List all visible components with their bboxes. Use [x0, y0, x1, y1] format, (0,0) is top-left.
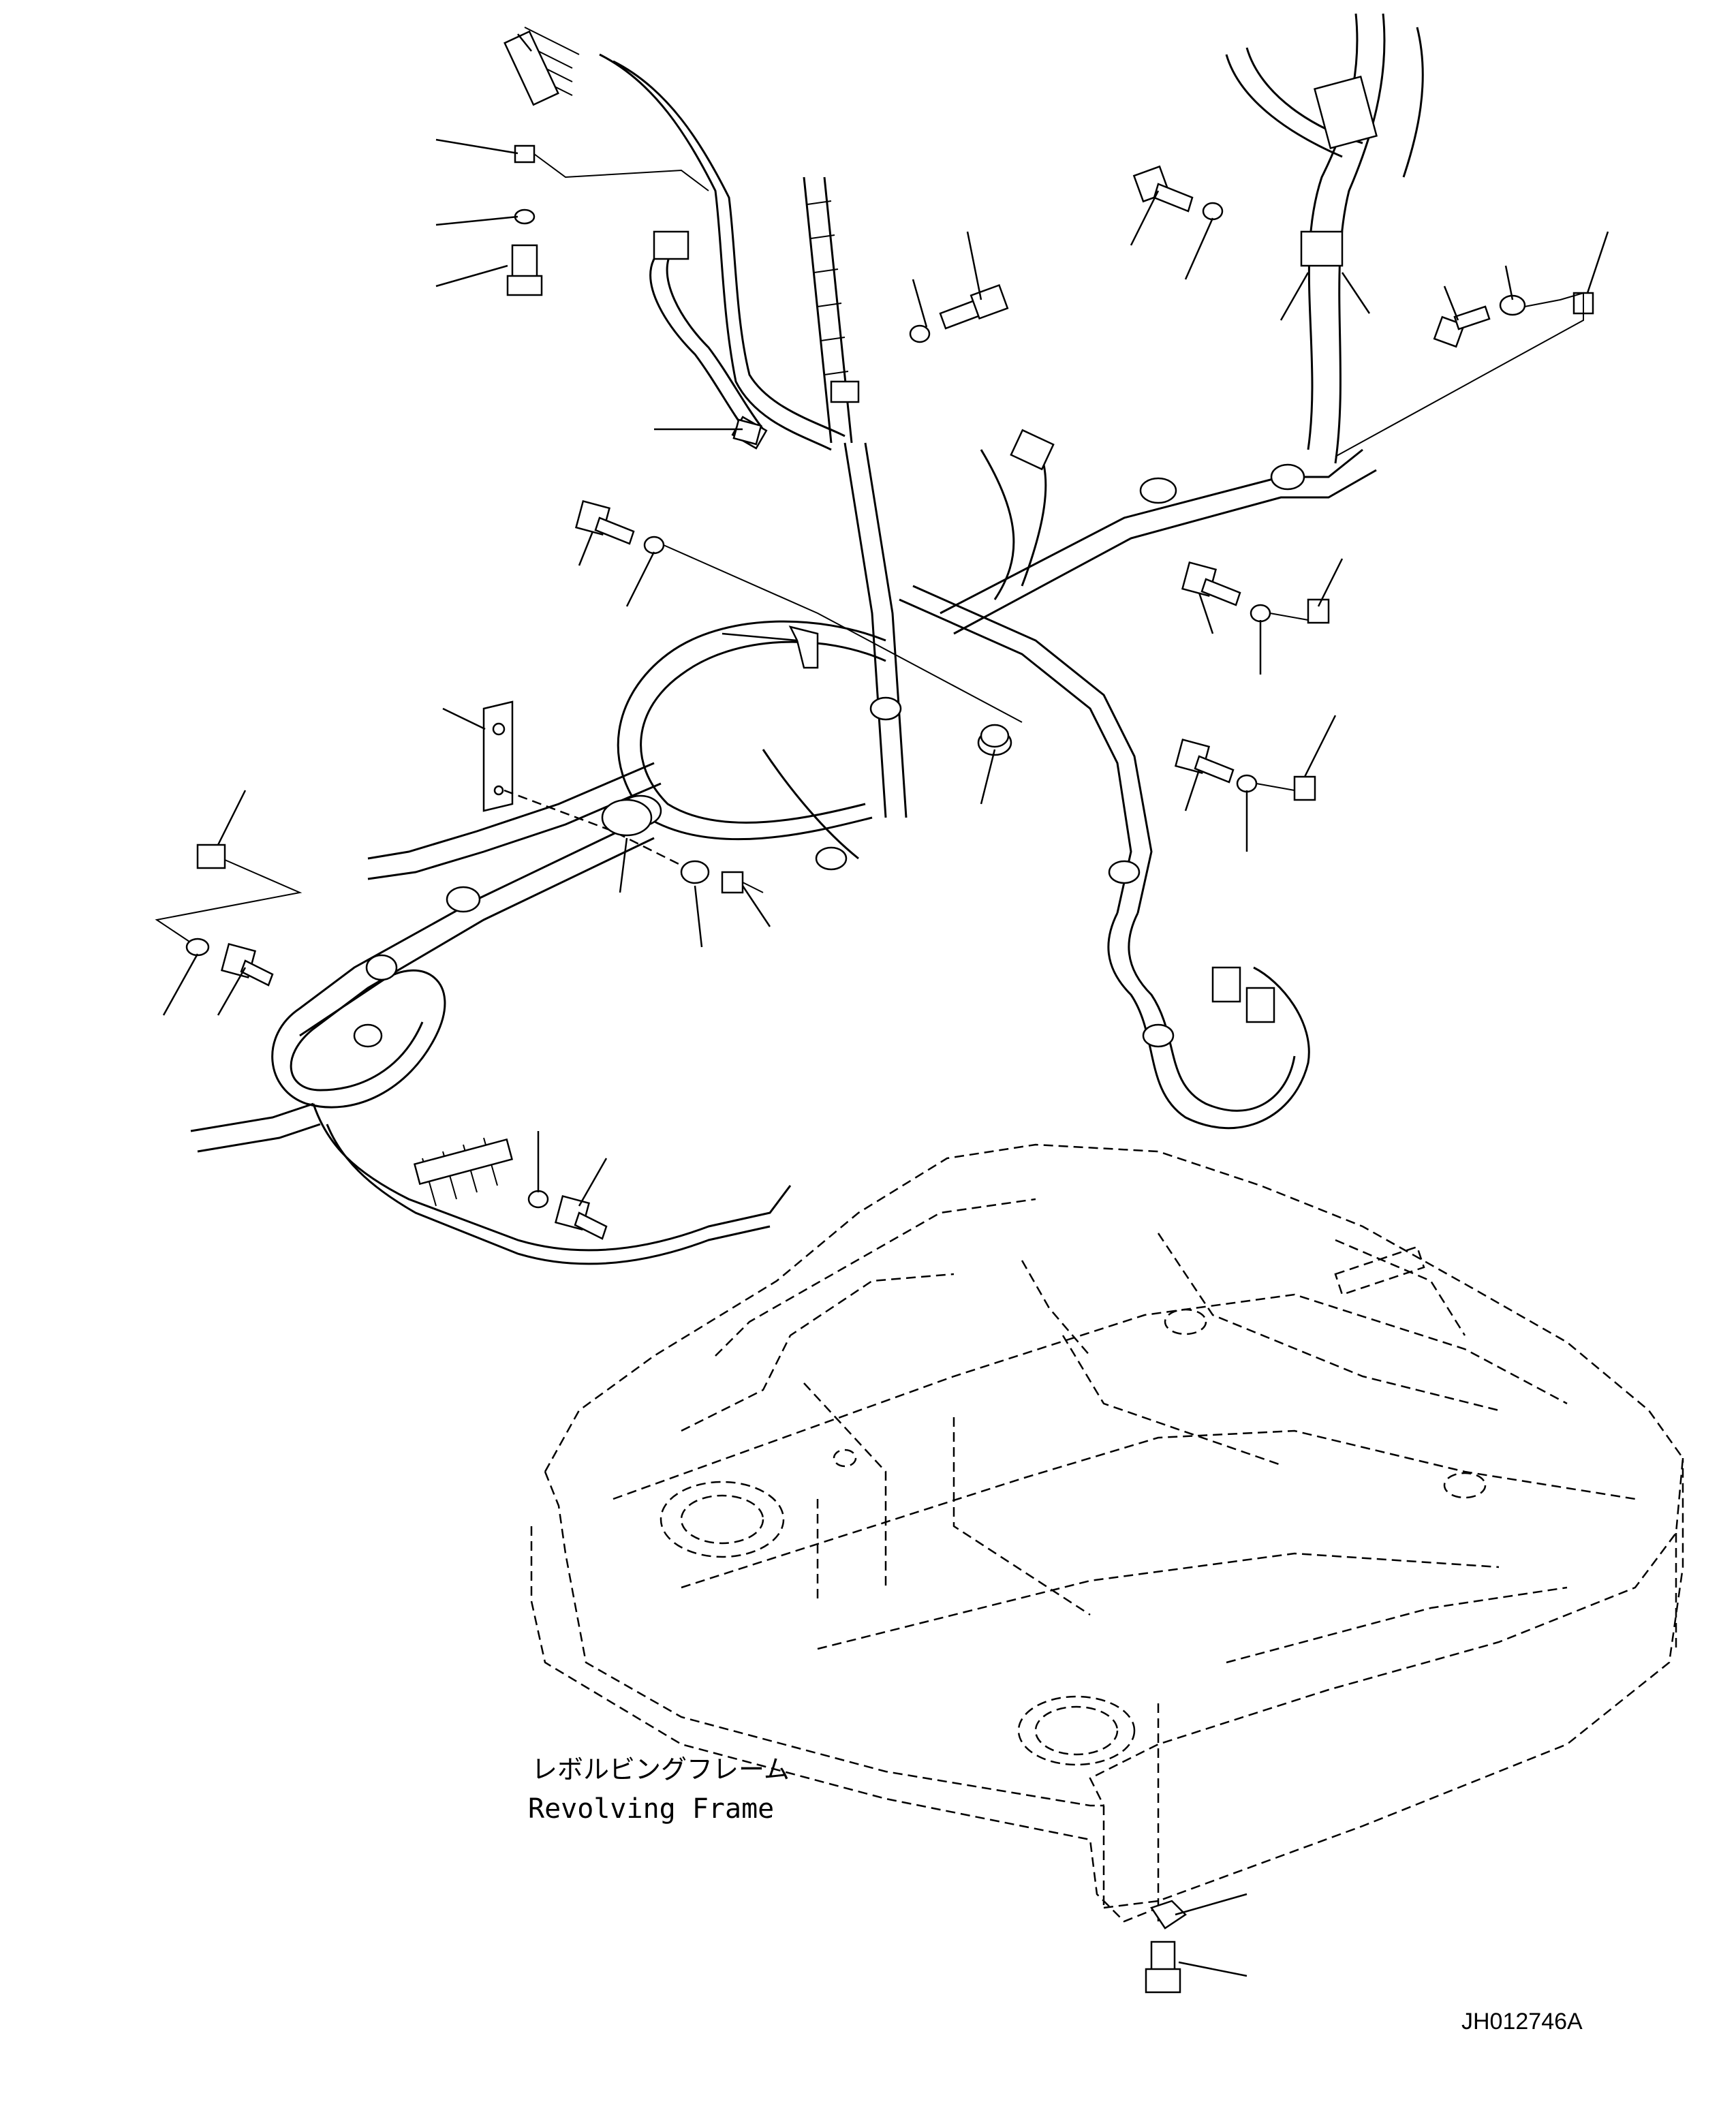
fasteners: [155, 144, 1594, 1994]
drawing-number: JH012746A: [1461, 2009, 1583, 2035]
leader-lines: [162, 33, 1609, 1977]
revolving-frame: [530, 1143, 1684, 1923]
frame-label-japanese: レボルビングフレーム: [531, 1754, 790, 1784]
washer-upper-left: [514, 208, 536, 225]
bolt-upper-left: [511, 244, 538, 281]
frame-label-english: Revolving Frame: [528, 1793, 774, 1825]
main-wiring-harness: [190, 13, 1424, 1265]
clamp-upper-left: [514, 144, 536, 164]
